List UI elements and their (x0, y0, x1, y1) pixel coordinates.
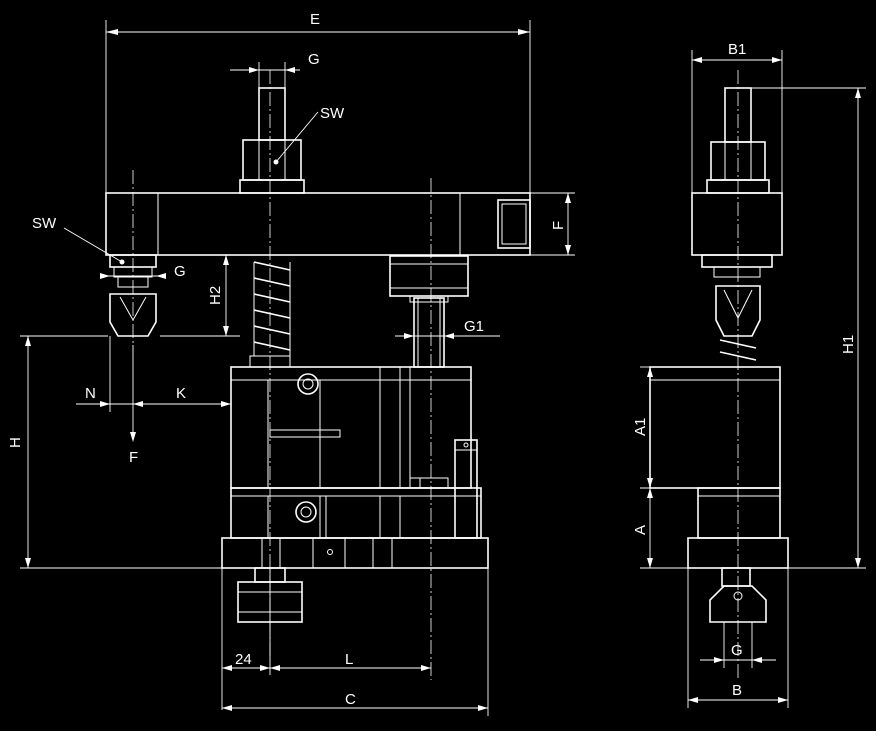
side-pin (454, 439, 478, 539)
label-sw-top: SW (320, 105, 345, 122)
label-n: N (85, 385, 96, 402)
label-c: C (345, 691, 356, 708)
label-g-left: G (174, 263, 186, 280)
label-f-right: F (550, 221, 567, 230)
support-nut (389, 255, 469, 297)
label-g-top: G (308, 51, 320, 68)
dimensions (20, 20, 866, 716)
top-nut (242, 139, 302, 181)
side-arm (691, 192, 783, 256)
label-g1: G1 (464, 318, 484, 335)
label-b: B (732, 682, 742, 699)
front-view (105, 70, 531, 680)
upper-body (230, 366, 472, 489)
dimension-labels: E G SW SW G H2 G1 N K F H F 24 L C B1 H1… (7, 11, 857, 708)
clamping-arm (105, 192, 531, 256)
upper-screw (297, 373, 319, 395)
label-h2: H2 (207, 286, 224, 305)
label-b1: B1 (728, 41, 746, 58)
label-h1: H1 (840, 335, 857, 354)
label-sw-left: SW (32, 215, 57, 232)
support-column (413, 297, 445, 368)
side-view (649, 70, 789, 680)
label-k: K (176, 385, 186, 402)
label-f-down: F (129, 449, 138, 466)
top-stud (258, 87, 286, 141)
label-e: E (310, 11, 320, 28)
label-a: A (632, 525, 649, 535)
label-h: H (7, 437, 24, 448)
label-a1: A1 (632, 418, 649, 436)
label-l: L (345, 651, 353, 668)
label-24: 24 (235, 651, 252, 668)
label-g-bottom: G (731, 642, 743, 659)
lower-screw (295, 501, 317, 523)
